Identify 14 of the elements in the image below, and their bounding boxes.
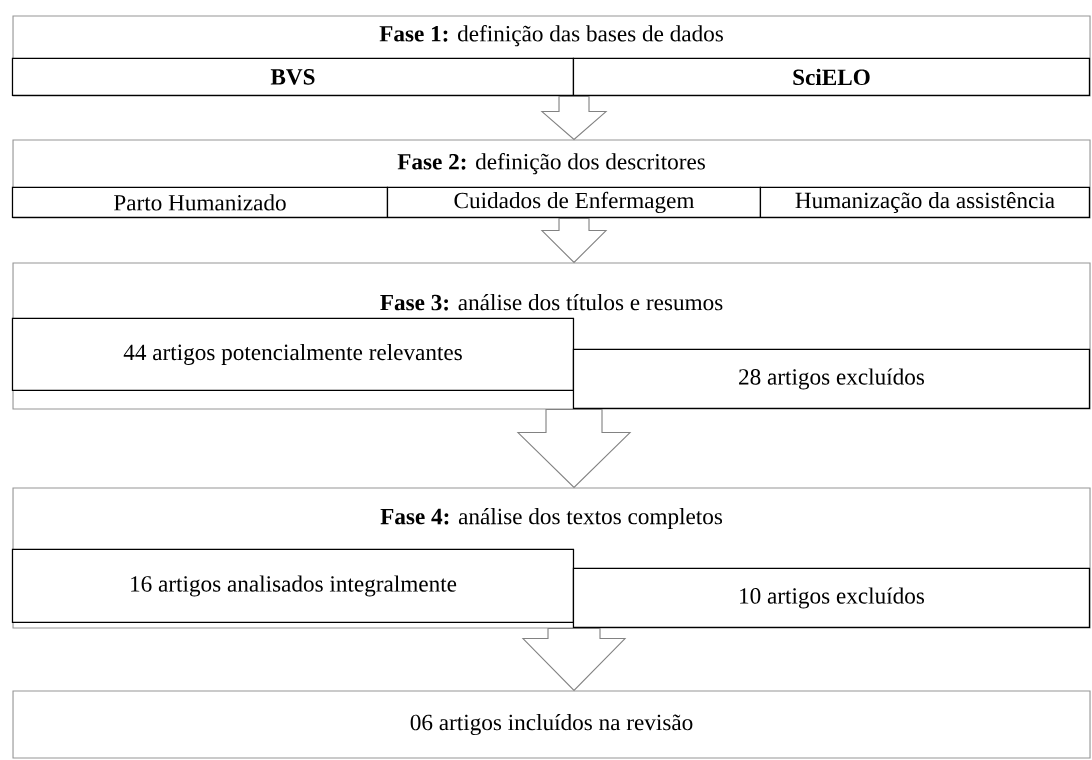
block-arrow	[516, 409, 632, 489]
result-box: 06 artigos incluídos na revisão	[12, 690, 1091, 759]
result-box: 16 artigos analisados integralmente	[11, 548, 575, 624]
table-cell: BVS	[11, 57, 575, 97]
table-cell: SciELO	[572, 57, 1091, 97]
table-cell: Cuidados de Enfermagem	[386, 186, 762, 219]
table-cell: Humanização da assistência	[759, 186, 1091, 219]
block-arrow	[540, 218, 608, 264]
table-cell: Parto Humanizado	[11, 186, 389, 219]
block-arrow	[540, 96, 608, 141]
result-box: 10 artigos excluídos	[572, 567, 1091, 629]
result-box: 28 artigos excluídos	[572, 348, 1091, 410]
block-arrow	[521, 628, 627, 692]
result-box: 44 artigos potencialmente relevantes	[11, 317, 575, 392]
